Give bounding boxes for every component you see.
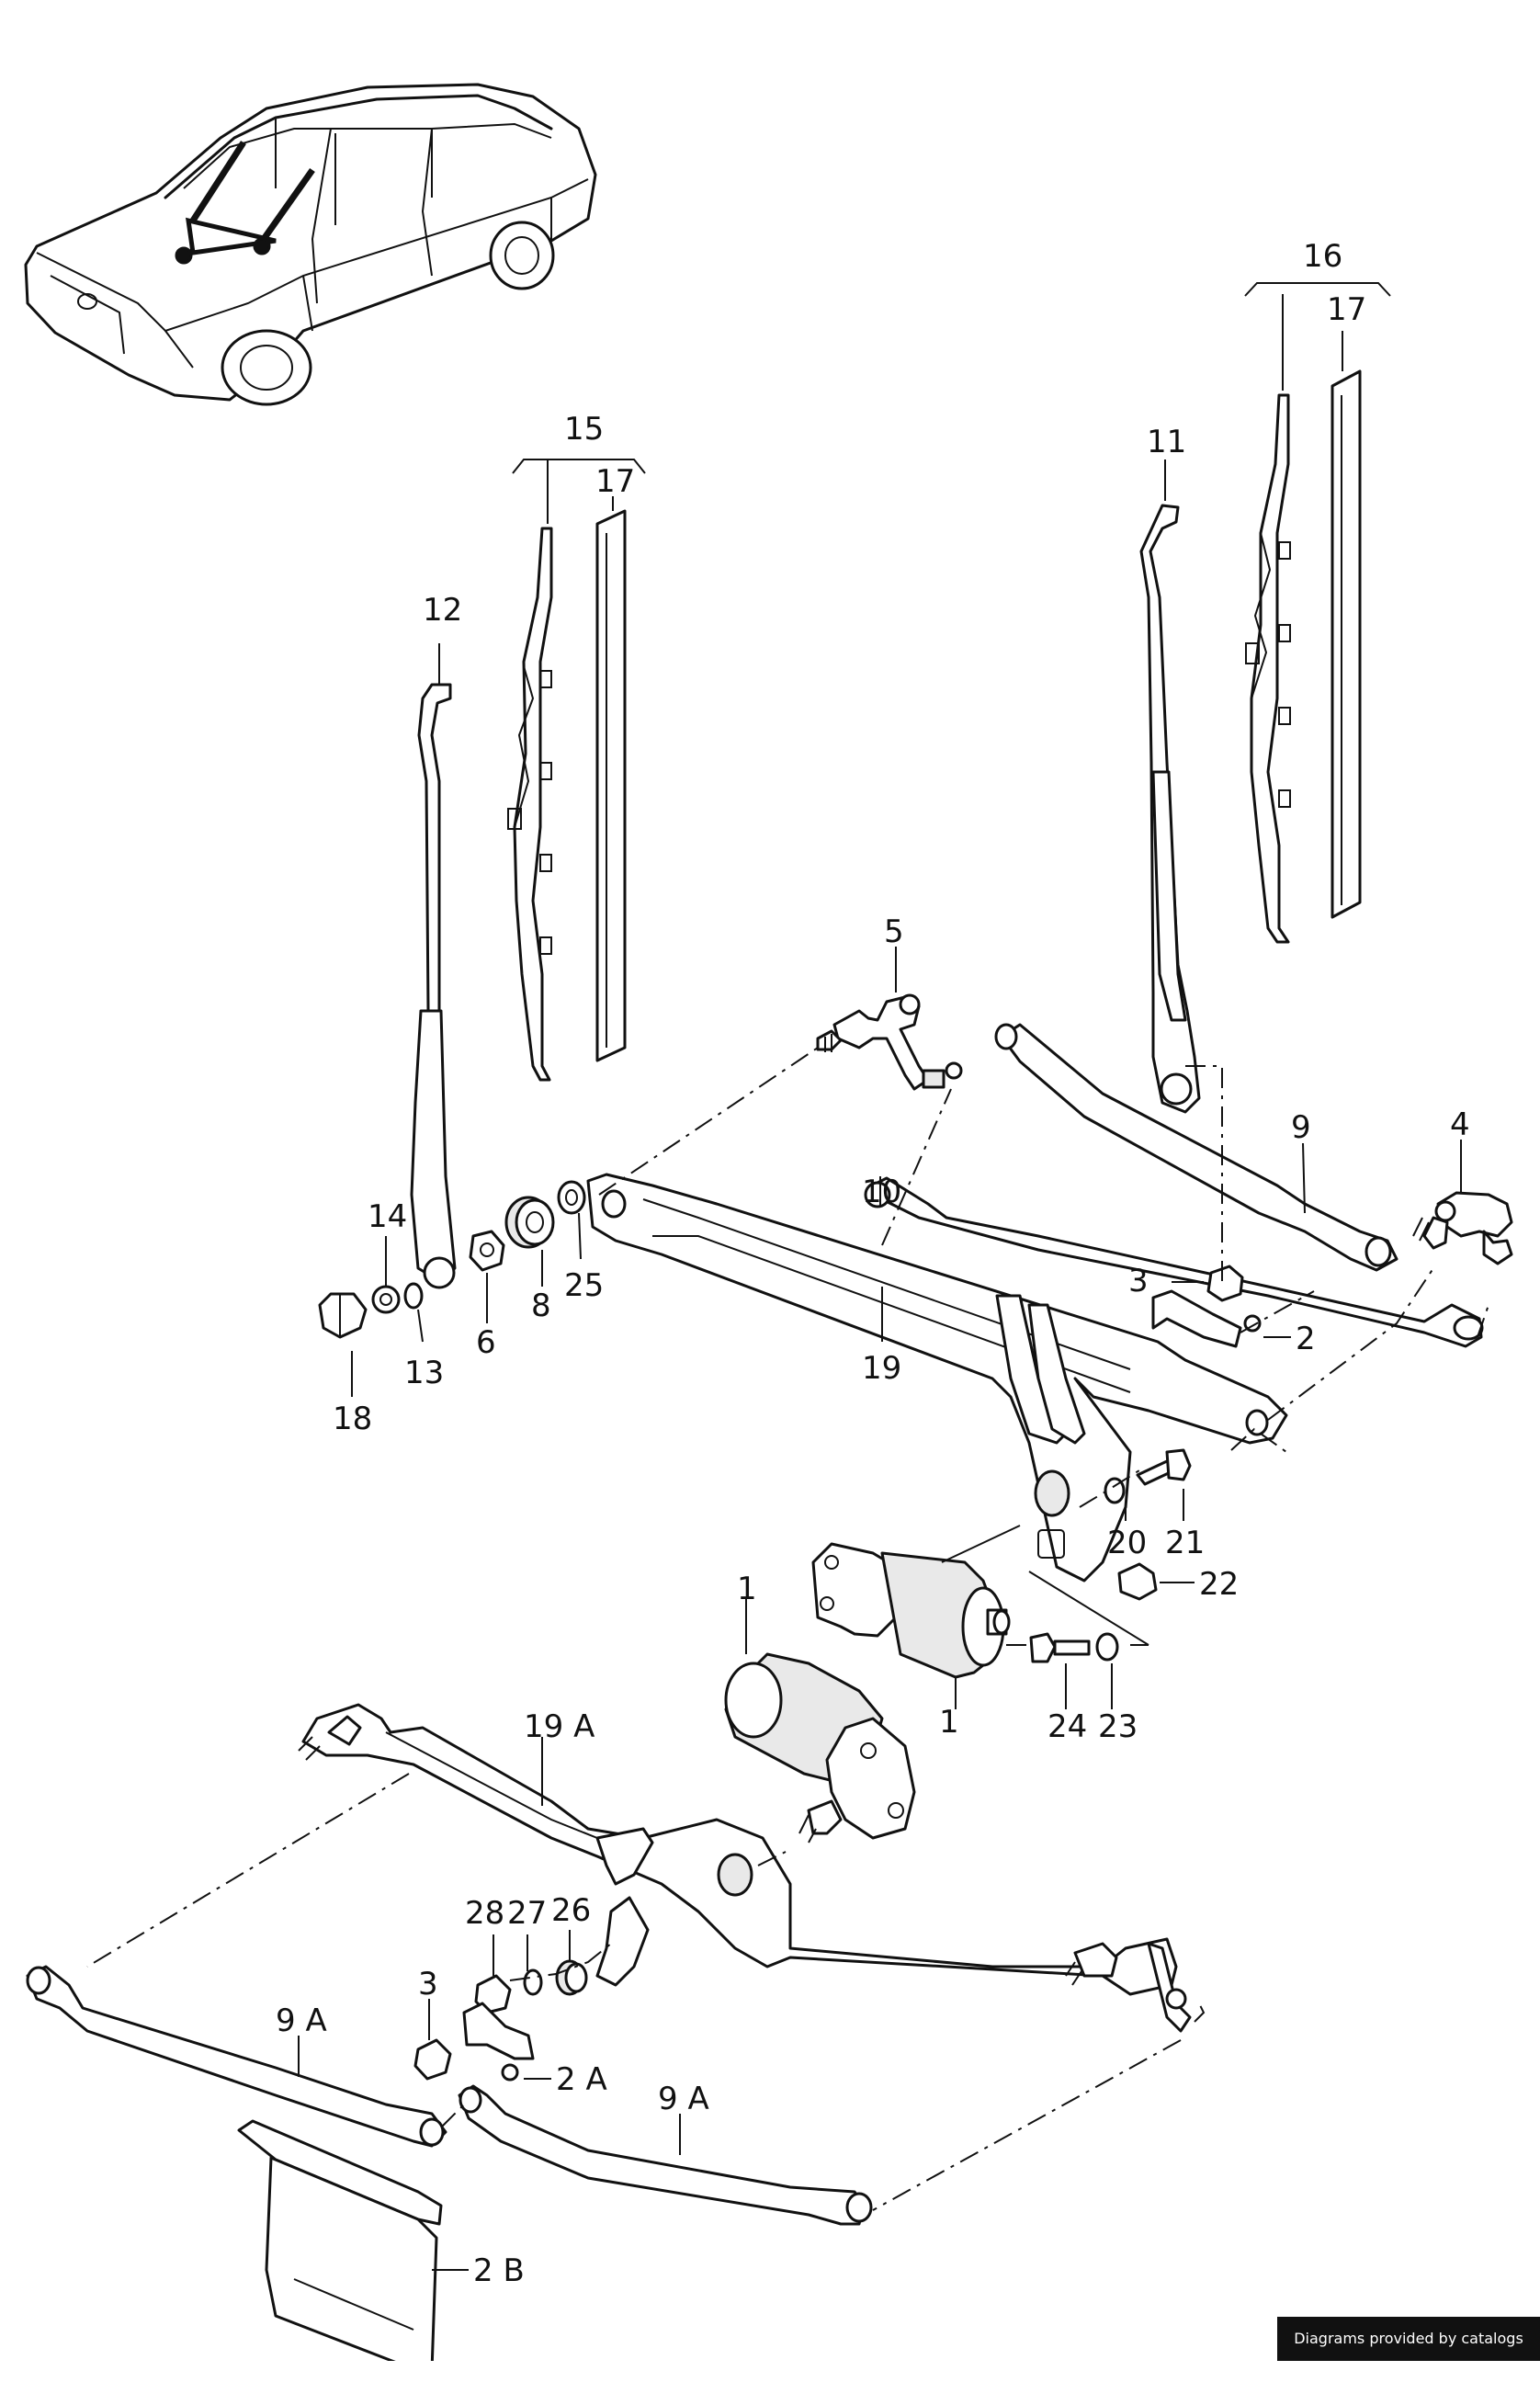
part-20-washer [1104, 1477, 1126, 1504]
label-5: 5 [884, 913, 904, 950]
label-13: 13 [404, 1355, 444, 1391]
label-22: 22 [1199, 1566, 1239, 1603]
part-21-bolt [1136, 1448, 1192, 1486]
wiper-motor-upper [811, 1542, 1011, 1709]
callout-labels: 1 1 2 2 A 2 B 3 3 4 5 6 8 9 9 A 9 A 10 1… [276, 238, 1470, 2289]
label-9a-left: 9 A [276, 2002, 327, 2039]
label-19: 19 [862, 1350, 901, 1387]
label-23: 23 [1098, 1708, 1138, 1745]
label-28: 28 [465, 1895, 504, 1932]
label-17-right: 17 [1327, 291, 1366, 328]
linkage-rod-9 [994, 1023, 1398, 1272]
part-23-washer [1095, 1632, 1119, 1662]
part-25-washer [557, 1180, 586, 1215]
label-1-lower: 1 [939, 1704, 959, 1741]
label-1: 1 [737, 1571, 757, 1607]
wiper-motor-lower [724, 1599, 916, 1843]
crank-4 [1412, 1191, 1513, 1265]
label-2b: 2 B [473, 2252, 525, 2289]
part-3-nut [1206, 1265, 1244, 1302]
label-17-left: 17 [595, 463, 635, 500]
label-27: 27 [507, 1895, 547, 1932]
label-6: 6 [476, 1324, 496, 1361]
reference-lines [86, 1047, 1489, 2211]
label-10: 10 [862, 1174, 901, 1210]
crank-5 [816, 993, 963, 1091]
label-16: 16 [1303, 238, 1342, 275]
label-9a-right: 9 A [658, 2081, 709, 2117]
wiper-blade-right [1245, 393, 1291, 944]
label-3-lower: 3 [418, 1966, 438, 2002]
diagram-credit-badge: Diagrams provided by catalogs parts [1277, 2317, 1540, 2391]
label-12: 12 [423, 592, 462, 629]
part-22-nut [1117, 1562, 1158, 1601]
part-13-washer [403, 1282, 424, 1310]
wiper-arm-right [1139, 459, 1201, 1114]
wiper-rubber-right [1331, 369, 1362, 919]
label-26: 26 [551, 1892, 591, 1929]
cover-2b [237, 2119, 469, 2361]
linkage-rod-9a-right [458, 2084, 873, 2226]
label-14: 14 [368, 1198, 407, 1235]
part-3-lower-nut [413, 2038, 452, 2081]
part-26-bushing [555, 1959, 588, 1996]
part-24-bolt [1029, 1632, 1091, 1663]
label-21: 21 [1165, 1525, 1205, 1561]
wiper-frame-19 [586, 1173, 1288, 1583]
wiper-rubber-left [595, 509, 627, 1062]
label-18: 18 [333, 1401, 372, 1437]
label-15: 15 [564, 411, 604, 448]
label-25: 25 [564, 1267, 604, 1304]
part-27-washer [523, 1968, 543, 1996]
label-9: 9 [1291, 1109, 1311, 1146]
part-8-bushing [504, 1196, 555, 1249]
label-3: 3 [1128, 1263, 1149, 1299]
part-14-nut [371, 1285, 401, 1314]
linkage-rod-9a-left [26, 1965, 447, 2148]
part-2-bracket [1151, 1289, 1262, 1348]
label-8: 8 [531, 1288, 551, 1324]
label-2: 2 [1296, 1321, 1316, 1357]
label-11: 11 [1147, 424, 1186, 460]
label-4: 4 [1450, 1106, 1470, 1143]
label-24: 24 [1047, 1708, 1087, 1745]
wiper-blade-left [507, 527, 553, 1082]
part-18-cap [318, 1292, 368, 1339]
part-6-nut [469, 1230, 505, 1272]
label-19a: 19 A [524, 1708, 594, 1745]
car-overview-illustration [24, 83, 597, 406]
wiper-arm-left [410, 643, 457, 1289]
label-2a: 2 A [556, 2061, 607, 2098]
part-2a-bracket [462, 2002, 535, 2082]
part-28-nut [474, 1974, 512, 2014]
wiper-frame-19a [298, 1703, 1192, 2033]
label-20: 20 [1107, 1525, 1147, 1561]
